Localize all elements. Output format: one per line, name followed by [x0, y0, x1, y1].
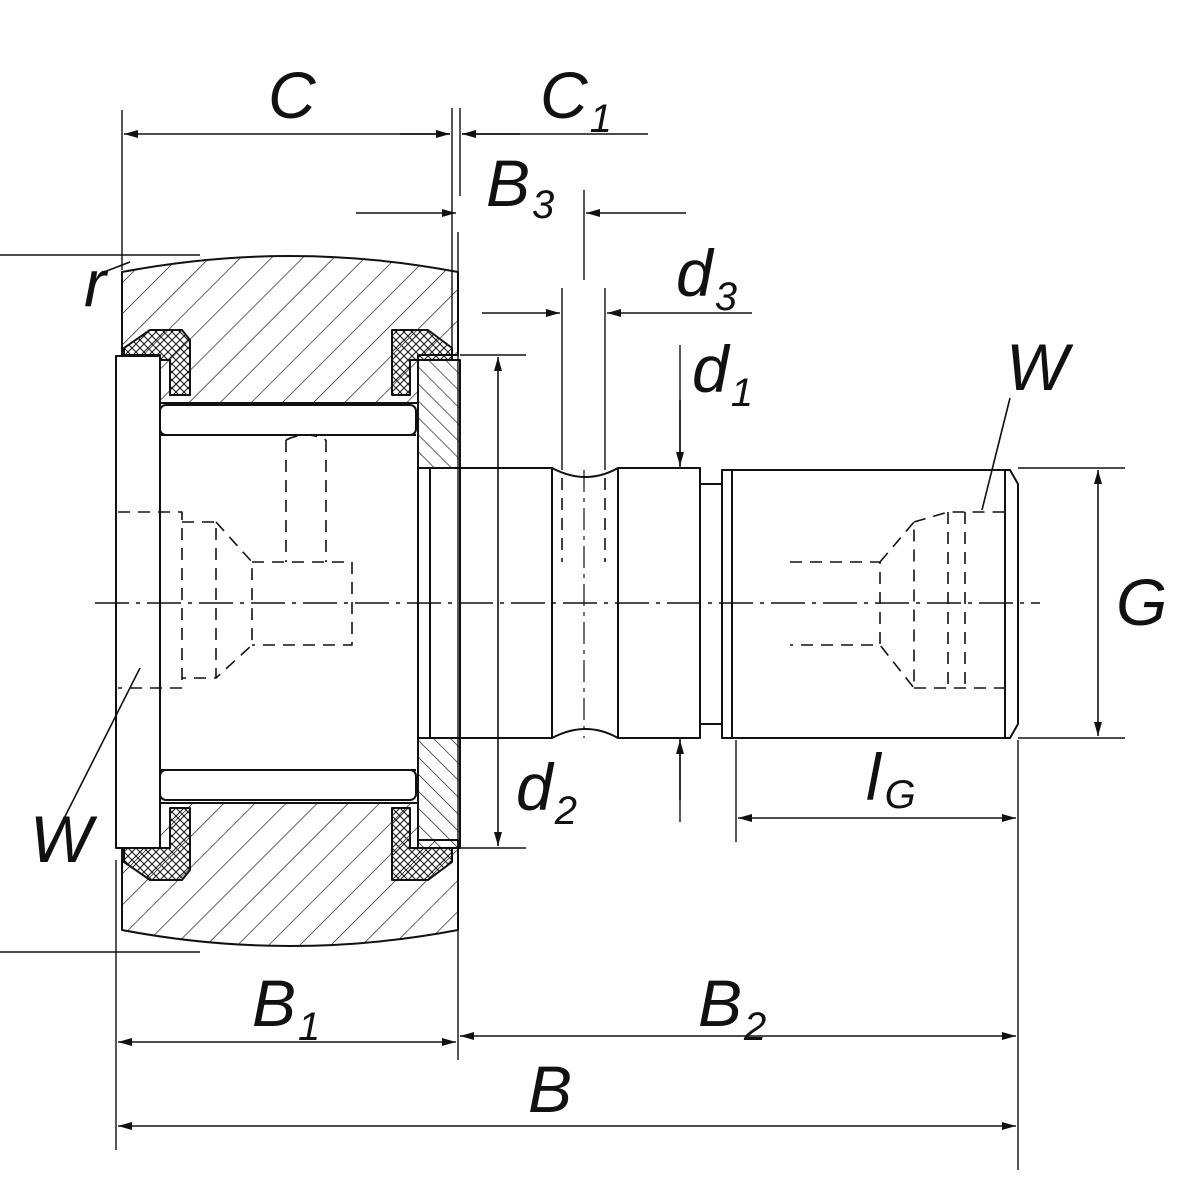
label-G: G — [1116, 565, 1167, 639]
label-d1: d1 — [692, 332, 753, 415]
label-B2: B2 — [698, 966, 766, 1049]
leader-W-right — [981, 397, 1011, 511]
outer-ring — [121, 255, 459, 947]
label-B: B — [528, 1052, 572, 1126]
label-W-left: W — [30, 802, 98, 876]
label-B3: B3 — [486, 146, 554, 227]
label-d3: d3 — [676, 236, 737, 319]
dimension-lines — [43, 130, 1102, 1130]
seals — [123, 329, 453, 881]
leader-r — [103, 261, 131, 273]
label-W-right: W — [1006, 330, 1074, 404]
label-B1: B1 — [252, 966, 320, 1049]
leader-W-left — [43, 667, 141, 859]
label-d2: d2 — [516, 750, 577, 833]
label-C: C — [268, 58, 317, 132]
label-r: r — [84, 246, 109, 320]
stud-head-flange — [115, 355, 161, 849]
label-C1: C1 — [540, 58, 612, 141]
needle-rollers — [159, 404, 417, 801]
